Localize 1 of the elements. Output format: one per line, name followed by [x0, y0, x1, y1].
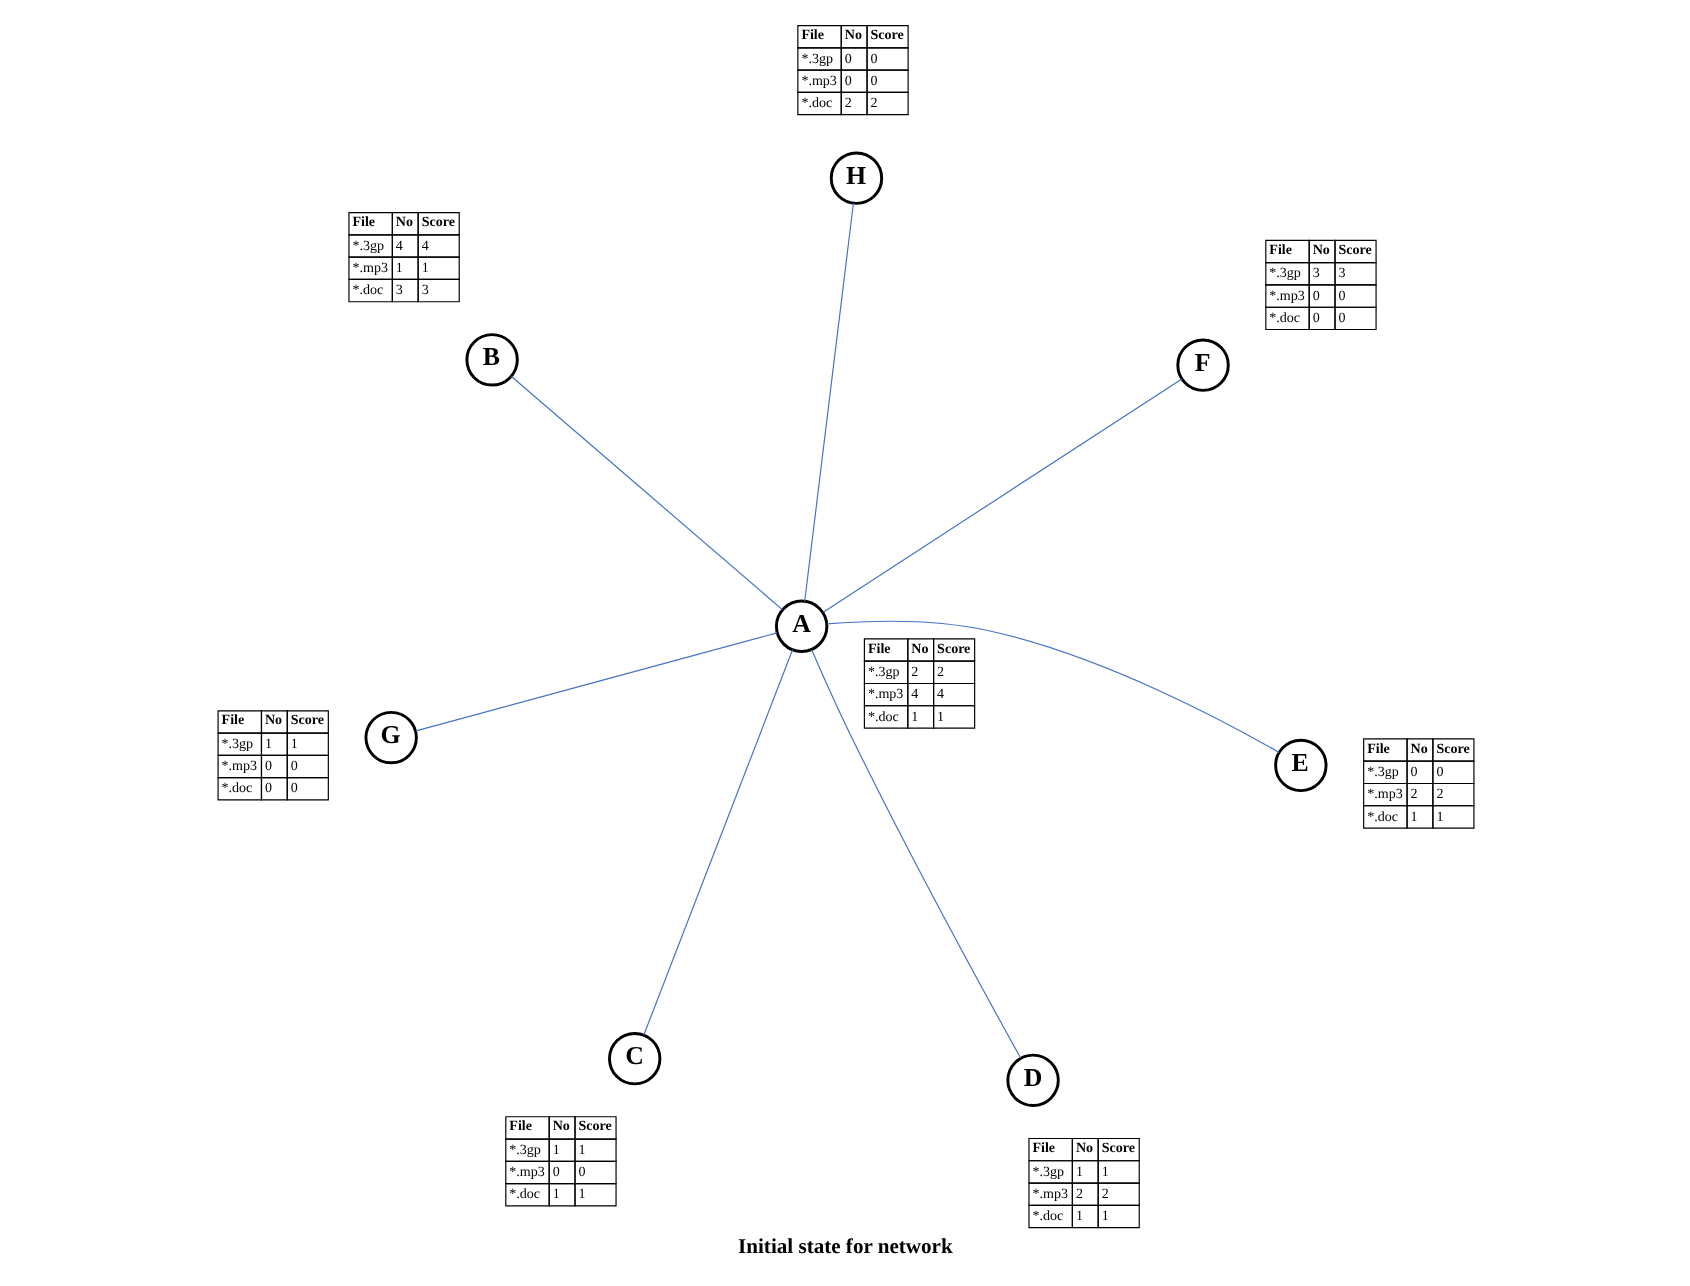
caption: Initial state for network [737, 1236, 952, 1259]
